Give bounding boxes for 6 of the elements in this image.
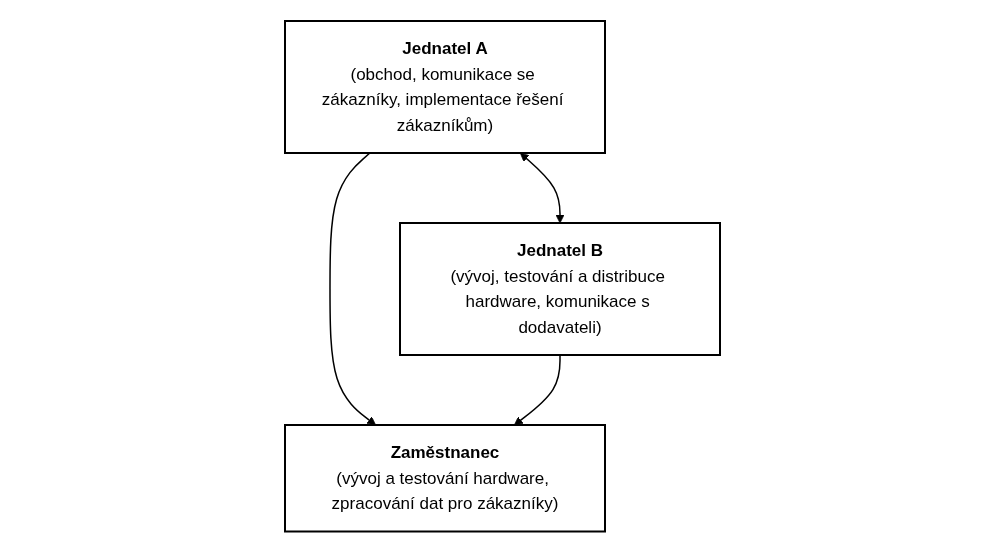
node-box: Jednatel A (obchod, komunikace se zákazníky, implementace řešení zákazníkům) bbox=[284, 20, 606, 155]
node-box: Zaměstnanec (vývoj a testování hardware, zpracování dat pro zákazníky) bbox=[284, 424, 606, 533]
arrow bbox=[329, 152, 376, 426]
arrow bbox=[514, 354, 561, 426]
node-box: Jednatel B (vývoj, testování a distribuce hardware, komunikace s dodavateli) bbox=[399, 222, 721, 357]
arrow bbox=[520, 153, 565, 224]
